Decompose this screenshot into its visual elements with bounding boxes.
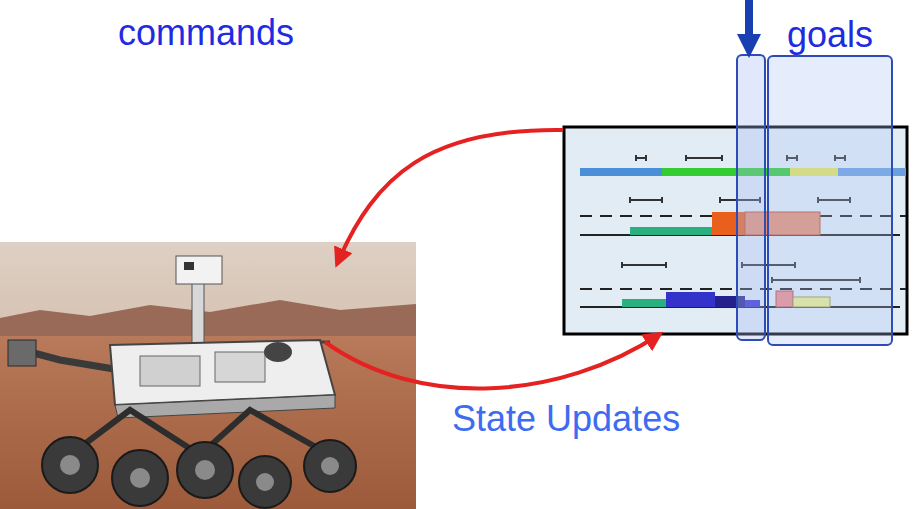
- node-heading: goals: [787, 14, 873, 55]
- rover-picture: [0, 242, 416, 509]
- state-update-label: State Updates: [452, 398, 680, 439]
- now-arrow: [737, 0, 761, 58]
- now-window: [737, 55, 765, 340]
- state-update-arrow: [325, 334, 660, 388]
- goal-window: goals: [767, 55, 893, 346]
- command-arrow: [337, 130, 563, 264]
- command-label: commands: [118, 12, 294, 53]
